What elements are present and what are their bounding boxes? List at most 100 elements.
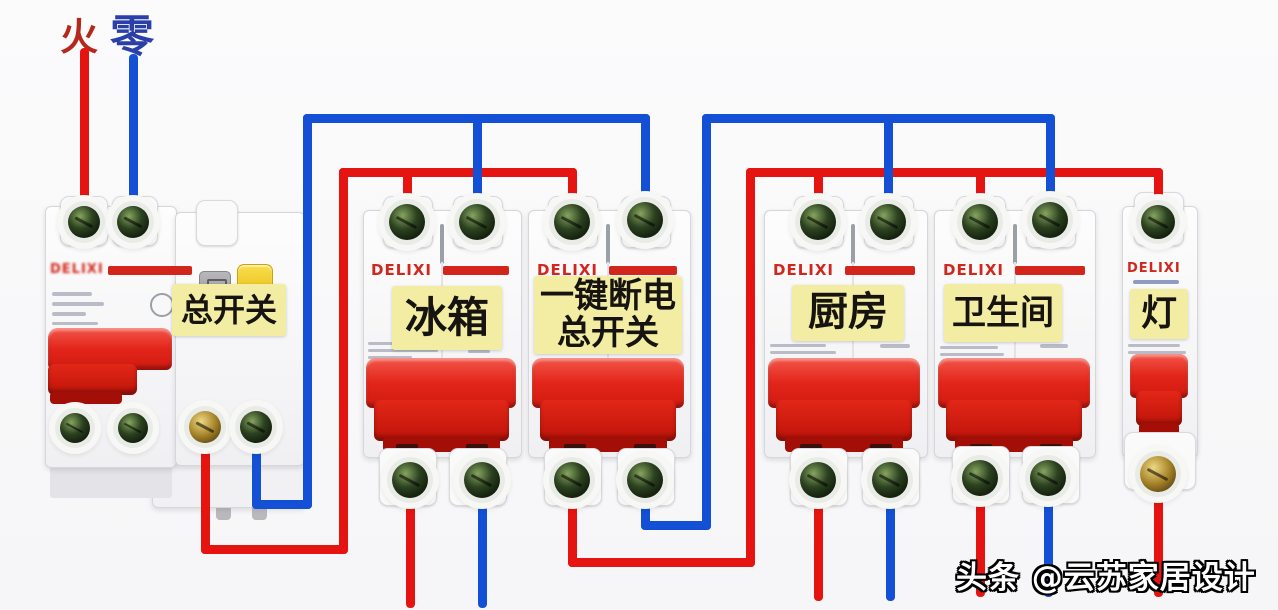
delixi-logo: DELIXI (1127, 261, 1181, 276)
kitchen-bottom-terminal-neutral (872, 462, 908, 498)
wire-live-bus-left (200, 424, 210, 554)
one-key-master-top-terminal-live (554, 204, 590, 240)
wire-neutral-drop-fridge (472, 113, 482, 229)
delixi-logo: DELIXI (773, 261, 834, 279)
delixi-logo: DELIXI (537, 261, 598, 279)
bathroom-top-terminal-neutral (1032, 202, 1068, 238)
spec-text-decoration (940, 346, 998, 349)
pole-seam (607, 262, 609, 452)
spec-text-decoration (1128, 351, 1186, 354)
pole-seam (441, 262, 443, 452)
breaker-label-light: 灯 (1130, 289, 1188, 339)
wire-neutral-bus-left (640, 113, 650, 227)
pole-seam (1014, 262, 1016, 452)
handle-mid (48, 364, 138, 395)
bathroom-bottom-terminal-neutral (1030, 460, 1066, 496)
wire-neutral-bus-right (640, 520, 711, 530)
spec-text-decoration (770, 344, 826, 347)
live-wire-label: 火 (60, 15, 99, 59)
delixi-logo: DELIXI (371, 261, 432, 279)
wire-neutral-bus-left (251, 424, 261, 509)
wire-live-bus-left (338, 167, 577, 177)
wire-kitchen-live-out (813, 477, 823, 601)
wire-live-bus-left (338, 167, 348, 554)
spec-text-decoration (1133, 280, 1179, 284)
breaker-label-fridge: 冰箱 (392, 286, 502, 350)
delixi-logo: DELIXI (943, 261, 1004, 279)
spec-text-decoration (880, 344, 910, 348)
wire-live-supply-in (79, 47, 89, 227)
breaker-handle-one-key-master[interactable] (532, 358, 684, 454)
light-bottom-terminal-live (1140, 456, 1176, 492)
kitchen-top-terminal-neutral (870, 204, 906, 240)
wire-neutral-drop-kitchen (883, 113, 893, 229)
fridge-top-terminal-live (389, 204, 425, 240)
handle-base (50, 391, 123, 404)
wire-neutral-supply-in (128, 53, 138, 227)
pole-seam (852, 262, 854, 452)
brand-stripe (1015, 266, 1085, 275)
breaker-handle-bathroom[interactable] (938, 358, 1090, 454)
fridge-top-terminal-neutral (459, 204, 495, 240)
wire-fridge-neutral-out (477, 477, 487, 608)
brand-stripe (108, 266, 192, 275)
spec-text-decoration (940, 353, 1004, 356)
wire-fridge-live-out (405, 477, 415, 608)
wire-live-bus-right (567, 557, 755, 567)
wire-live-drop-kitchen (813, 167, 823, 229)
breaker-handle-light[interactable] (1130, 354, 1188, 438)
main-switch-out-terminal-neutral (240, 411, 272, 443)
trip-pin (440, 224, 444, 264)
spec-text-decoration (1128, 344, 1180, 347)
kitchen-bottom-terminal-live (800, 462, 836, 498)
breaker-handle-main-switch[interactable] (48, 328, 172, 404)
breaker-label-kitchen: 厨房 (792, 285, 904, 341)
trip-pin (1013, 224, 1017, 264)
spec-text-decoration (368, 356, 412, 359)
fridge-bottom-terminal-neutral (464, 462, 500, 498)
wire-neutral-bus-right (640, 477, 650, 530)
main-switch-top-terminal-neutral (117, 206, 149, 238)
wire-neutral-bus-right (1045, 113, 1055, 227)
spec-text-decoration (52, 292, 92, 296)
spec-text-decoration (52, 322, 98, 325)
brand-stripe (443, 266, 509, 275)
wire-light-live-out (1153, 471, 1163, 597)
wire-live-bus-right (567, 477, 577, 567)
wire-kitchen-neutral-out (885, 477, 895, 601)
wire-neutral-bus-left (251, 499, 312, 509)
wire-live-bus-right (745, 167, 1163, 177)
handle-top (48, 328, 172, 370)
trip-pin (851, 224, 855, 264)
wire-live-drop-fridge (402, 167, 412, 229)
spec-text-decoration (52, 312, 86, 316)
trip-pin (606, 224, 610, 264)
terminal-tab (196, 200, 238, 246)
main-switch-bottom-pole-terminal (118, 413, 148, 443)
spec-text-decoration (1040, 344, 1068, 348)
wire-bathroom-neutral-out (1043, 475, 1053, 597)
watermark: 头条 @云苏家居设计 (956, 560, 1256, 596)
wire-neutral-bus-right (701, 113, 711, 530)
spec-text-decoration (770, 351, 836, 354)
wire-live-bus-right (1153, 167, 1163, 229)
fridge-bottom-terminal-live (392, 462, 428, 498)
certification-mark (150, 293, 174, 317)
breaker-handle-kitchen[interactable] (768, 358, 920, 454)
breaker-label-one-key-master: 一键断电 总开关 (534, 276, 682, 354)
wire-live-bus-left (567, 167, 577, 229)
breaker-label-bathroom: 卫生间 (944, 284, 1062, 342)
breaker-handle-fridge[interactable] (366, 358, 516, 454)
main-switch-bottom-pole-terminal (60, 413, 90, 443)
spec-text-decoration (468, 350, 490, 353)
kitchen-top-terminal-live (800, 204, 836, 240)
bathroom-bottom-terminal-live (962, 460, 998, 496)
one-key-master-top-terminal-neutral (627, 202, 663, 238)
wire-live-bus-left (200, 544, 348, 554)
brand-stripe (845, 266, 915, 275)
one-key-master-bottom-terminal-live (554, 462, 590, 498)
wire-live-drop-bathroom (975, 167, 985, 229)
brand-stripe (609, 266, 677, 275)
delixi-logo: DELIXI (50, 262, 104, 277)
